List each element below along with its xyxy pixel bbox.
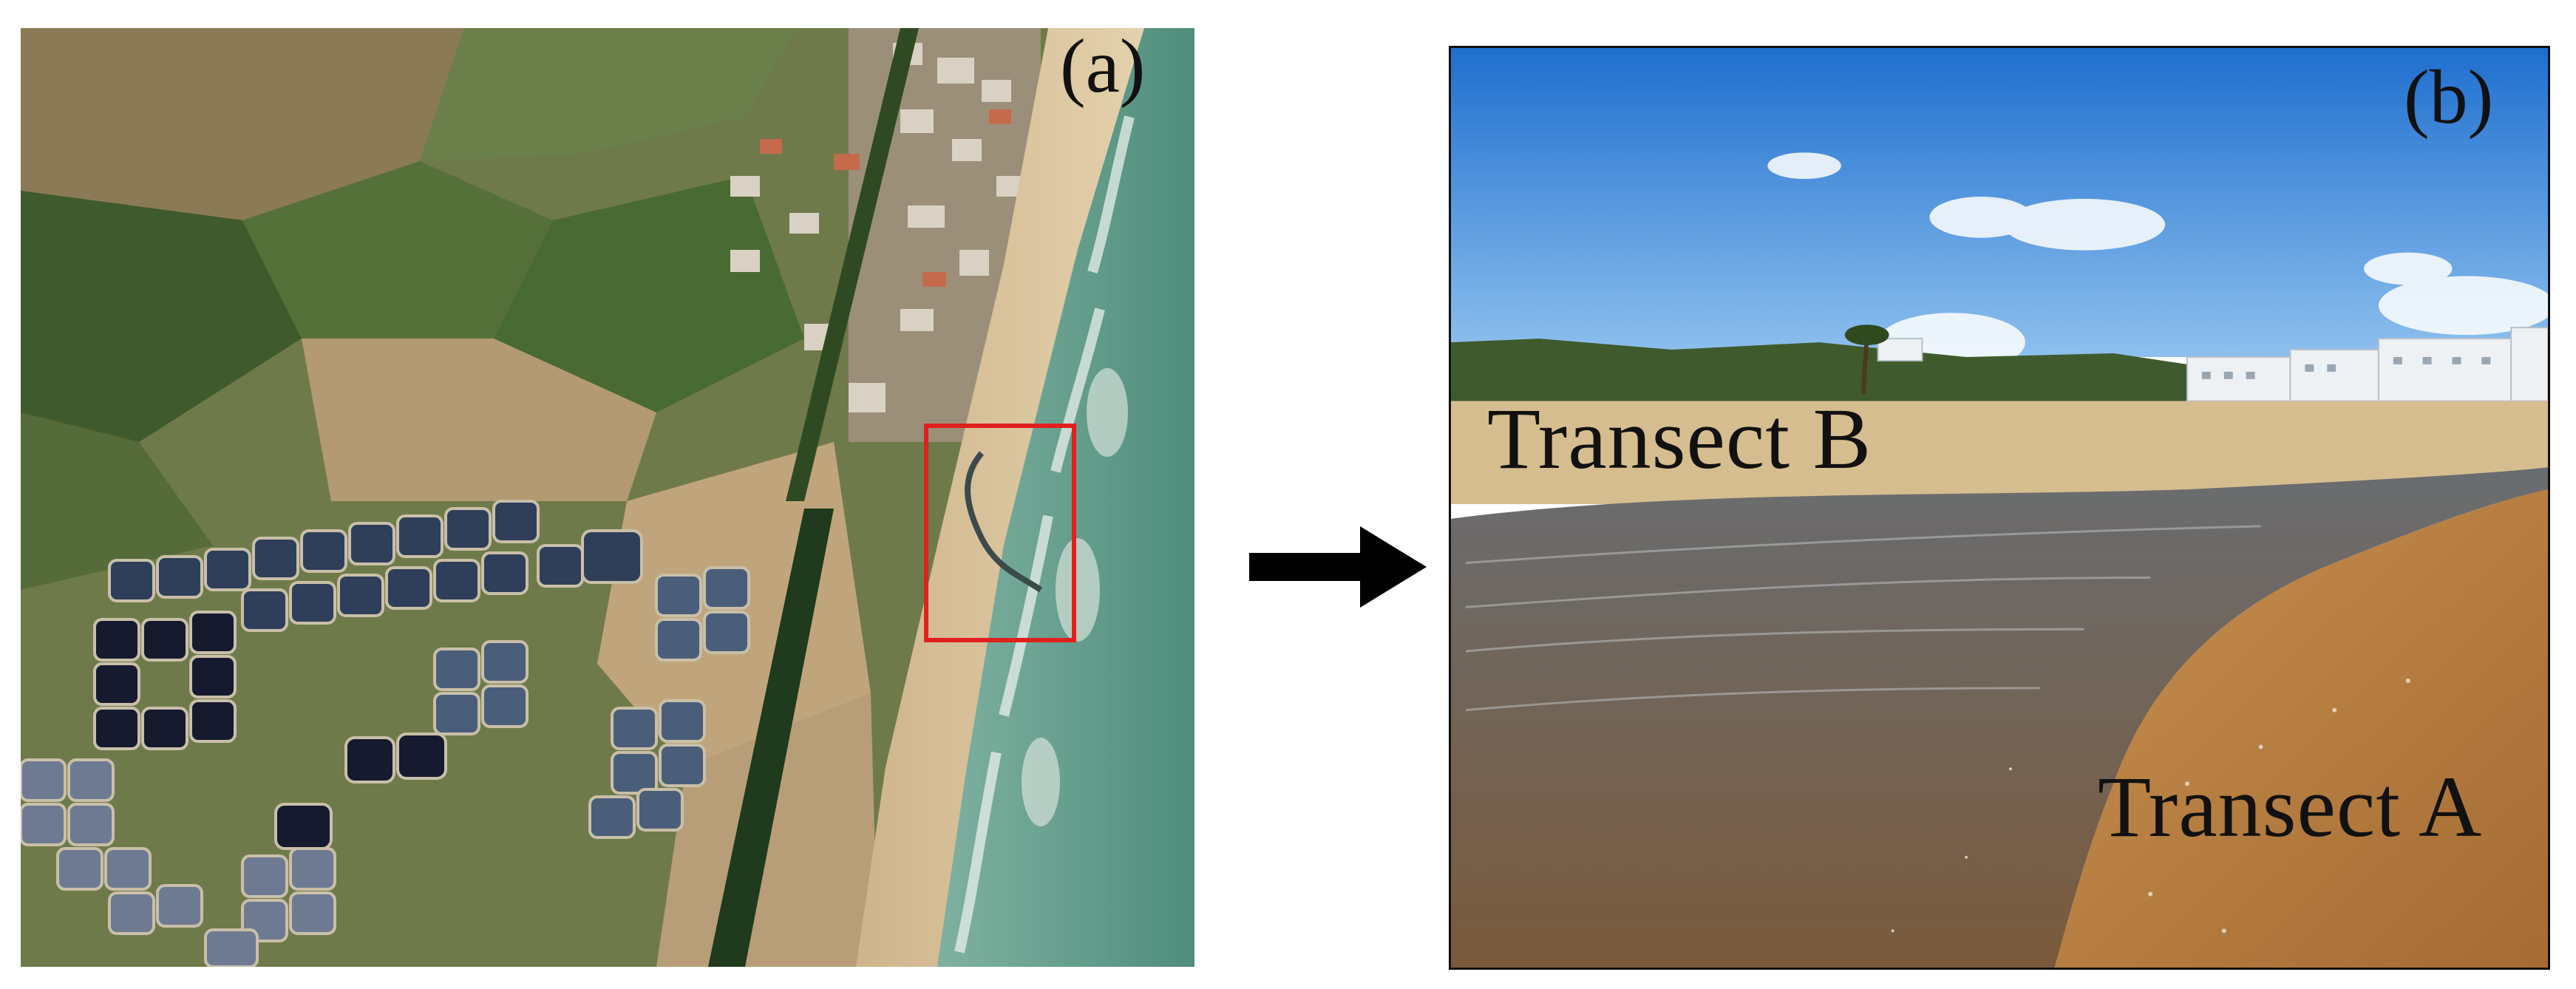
- satellite-image: [21, 28, 1194, 967]
- right-arrow-icon: [1249, 526, 1427, 608]
- panel-b-label: (b): [2404, 55, 2494, 140]
- beach-photo: [1449, 46, 2550, 970]
- panel-a-label: (a): [1060, 24, 1146, 109]
- beach-scene: [1451, 48, 2548, 968]
- transect-a-label: Transect A: [2098, 758, 2483, 855]
- highlight-box: [924, 424, 1076, 642]
- satellite-scene: [21, 28, 1194, 967]
- transect-b-label: Transect B: [1487, 390, 1872, 487]
